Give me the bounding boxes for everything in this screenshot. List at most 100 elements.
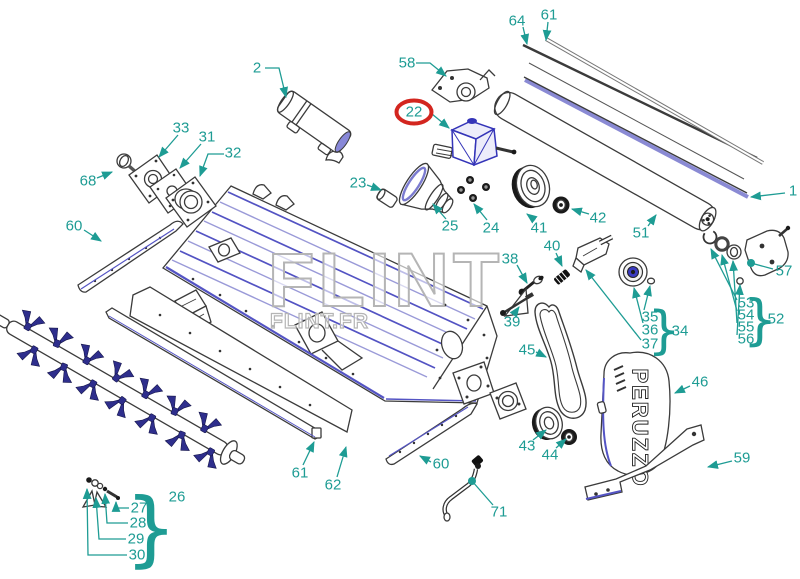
v-belt-45 — [534, 302, 587, 419]
bearing-bracket-58 — [431, 68, 496, 103]
thin-rod — [528, 62, 745, 180]
part-number-56: 56 — [738, 331, 755, 348]
part-number-55: 55 — [738, 319, 755, 336]
part-number-26: 26 — [169, 489, 186, 506]
part-number-60: 60 — [433, 456, 450, 473]
part-number-29: 29 — [128, 531, 145, 548]
pulley-41 — [511, 164, 551, 209]
leader-line-61 — [542, 21, 552, 42]
leader-line-55 — [729, 259, 739, 324]
leader-line-24 — [473, 203, 488, 221]
part-number-38: 38 — [502, 251, 519, 268]
mounting-bracket-59 — [584, 424, 705, 501]
grease-pipe-71 — [442, 455, 483, 522]
bearing-44 — [561, 429, 577, 445]
part-number-57: 57 — [776, 263, 793, 280]
leader-line-46 — [674, 384, 691, 394]
bearing-42 — [552, 196, 570, 214]
part-number-62: 62 — [325, 477, 342, 494]
leader-line-60 — [83, 229, 102, 242]
lifting-lug — [252, 184, 272, 200]
part-number-22: 22 — [406, 104, 423, 121]
cover-latch — [596, 401, 607, 414]
part-number-52: 52 — [768, 311, 785, 328]
part-number-59: 59 — [734, 450, 751, 467]
part-number-35: 35 — [642, 309, 659, 326]
leader-line-39 — [509, 306, 520, 318]
part-number-39: 39 — [504, 314, 521, 331]
top-plate — [208, 237, 241, 263]
counter-knife-bar-61 — [105, 307, 322, 440]
mower-housing — [162, 150, 498, 404]
part-number-51: 51 — [633, 225, 650, 242]
leader-line-31 — [179, 143, 202, 169]
bearing-flange-plates — [452, 361, 527, 420]
nut-35 — [646, 277, 656, 285]
part-number-2: 2 — [253, 60, 261, 77]
part-number-54: 54 — [738, 307, 755, 324]
part-number-46: 46 — [692, 374, 709, 391]
watermark-text-large: FLINT — [268, 238, 503, 323]
part-number-53: 53 — [738, 295, 755, 312]
leader-line-51 — [646, 214, 657, 227]
rear-roller-51 — [493, 90, 717, 232]
leader-line-68 — [96, 171, 114, 180]
ring-54 — [714, 236, 730, 252]
tensioner-arm-37 — [572, 234, 614, 274]
leader-line-33 — [158, 134, 179, 158]
group-brace-1: } — [743, 289, 777, 352]
part-number-41: 41 — [531, 220, 548, 237]
blade-bar-1 — [523, 76, 749, 199]
idler-roller-36 — [618, 257, 648, 287]
highlight-circle-22 — [394, 98, 434, 126]
group-brace-0: } — [647, 301, 680, 361]
grease-fitting-39 — [500, 287, 534, 317]
part-number-40: 40 — [544, 238, 561, 255]
part-number-31: 31 — [199, 129, 216, 146]
discharge-chute — [321, 340, 364, 371]
leader-line-61 — [302, 441, 315, 466]
leader-line-25 — [432, 203, 447, 220]
lifting-lug — [275, 195, 295, 211]
skid-60-left — [77, 220, 184, 293]
leader-line-36 — [632, 286, 644, 324]
rotor-assembly-26 — [0, 307, 246, 472]
leader-line-1 — [749, 191, 786, 201]
pin-23 — [376, 188, 398, 208]
flange-32 — [165, 176, 217, 228]
leader-line-60 — [419, 455, 432, 465]
skid-60-bottom — [385, 402, 478, 466]
group-brace-2: } — [125, 482, 177, 577]
part-number-34: 34 — [672, 323, 689, 340]
part-number-32: 32 — [225, 145, 242, 162]
leader-line-41 — [526, 213, 538, 224]
part-number-45: 45 — [519, 342, 536, 359]
leader-line-29 — [92, 496, 126, 540]
part-number-30: 30 — [129, 547, 146, 564]
leader-line-64 — [520, 26, 530, 46]
belt-cover-46: PERUZZO — [596, 351, 671, 488]
cover-vents — [613, 365, 627, 392]
leader-line-27 — [111, 500, 129, 512]
rod-61 — [545, 37, 764, 165]
leader-line-38 — [516, 264, 528, 284]
part-number-23: 23 — [350, 175, 367, 192]
leader-line-54 — [720, 253, 738, 312]
leader-line-62 — [336, 445, 348, 478]
plug-bolt-68 — [116, 153, 139, 175]
leader-line-53 — [710, 248, 738, 301]
part-number-61: 61 — [541, 7, 558, 24]
leader-line-2 — [265, 67, 288, 99]
part-number-27: 27 — [131, 500, 148, 517]
part-number-58: 58 — [399, 55, 416, 72]
hood-plate-62 — [129, 286, 353, 433]
part-number-36: 36 — [642, 322, 659, 339]
leader-line-58 — [416, 62, 447, 77]
part-number-61: 61 — [292, 465, 309, 482]
part-number-43: 43 — [519, 438, 536, 455]
part-number-60: 60 — [66, 218, 83, 235]
leader-line-57 — [747, 259, 774, 270]
leader-line-37 — [585, 269, 642, 341]
deck-hook — [325, 150, 344, 164]
